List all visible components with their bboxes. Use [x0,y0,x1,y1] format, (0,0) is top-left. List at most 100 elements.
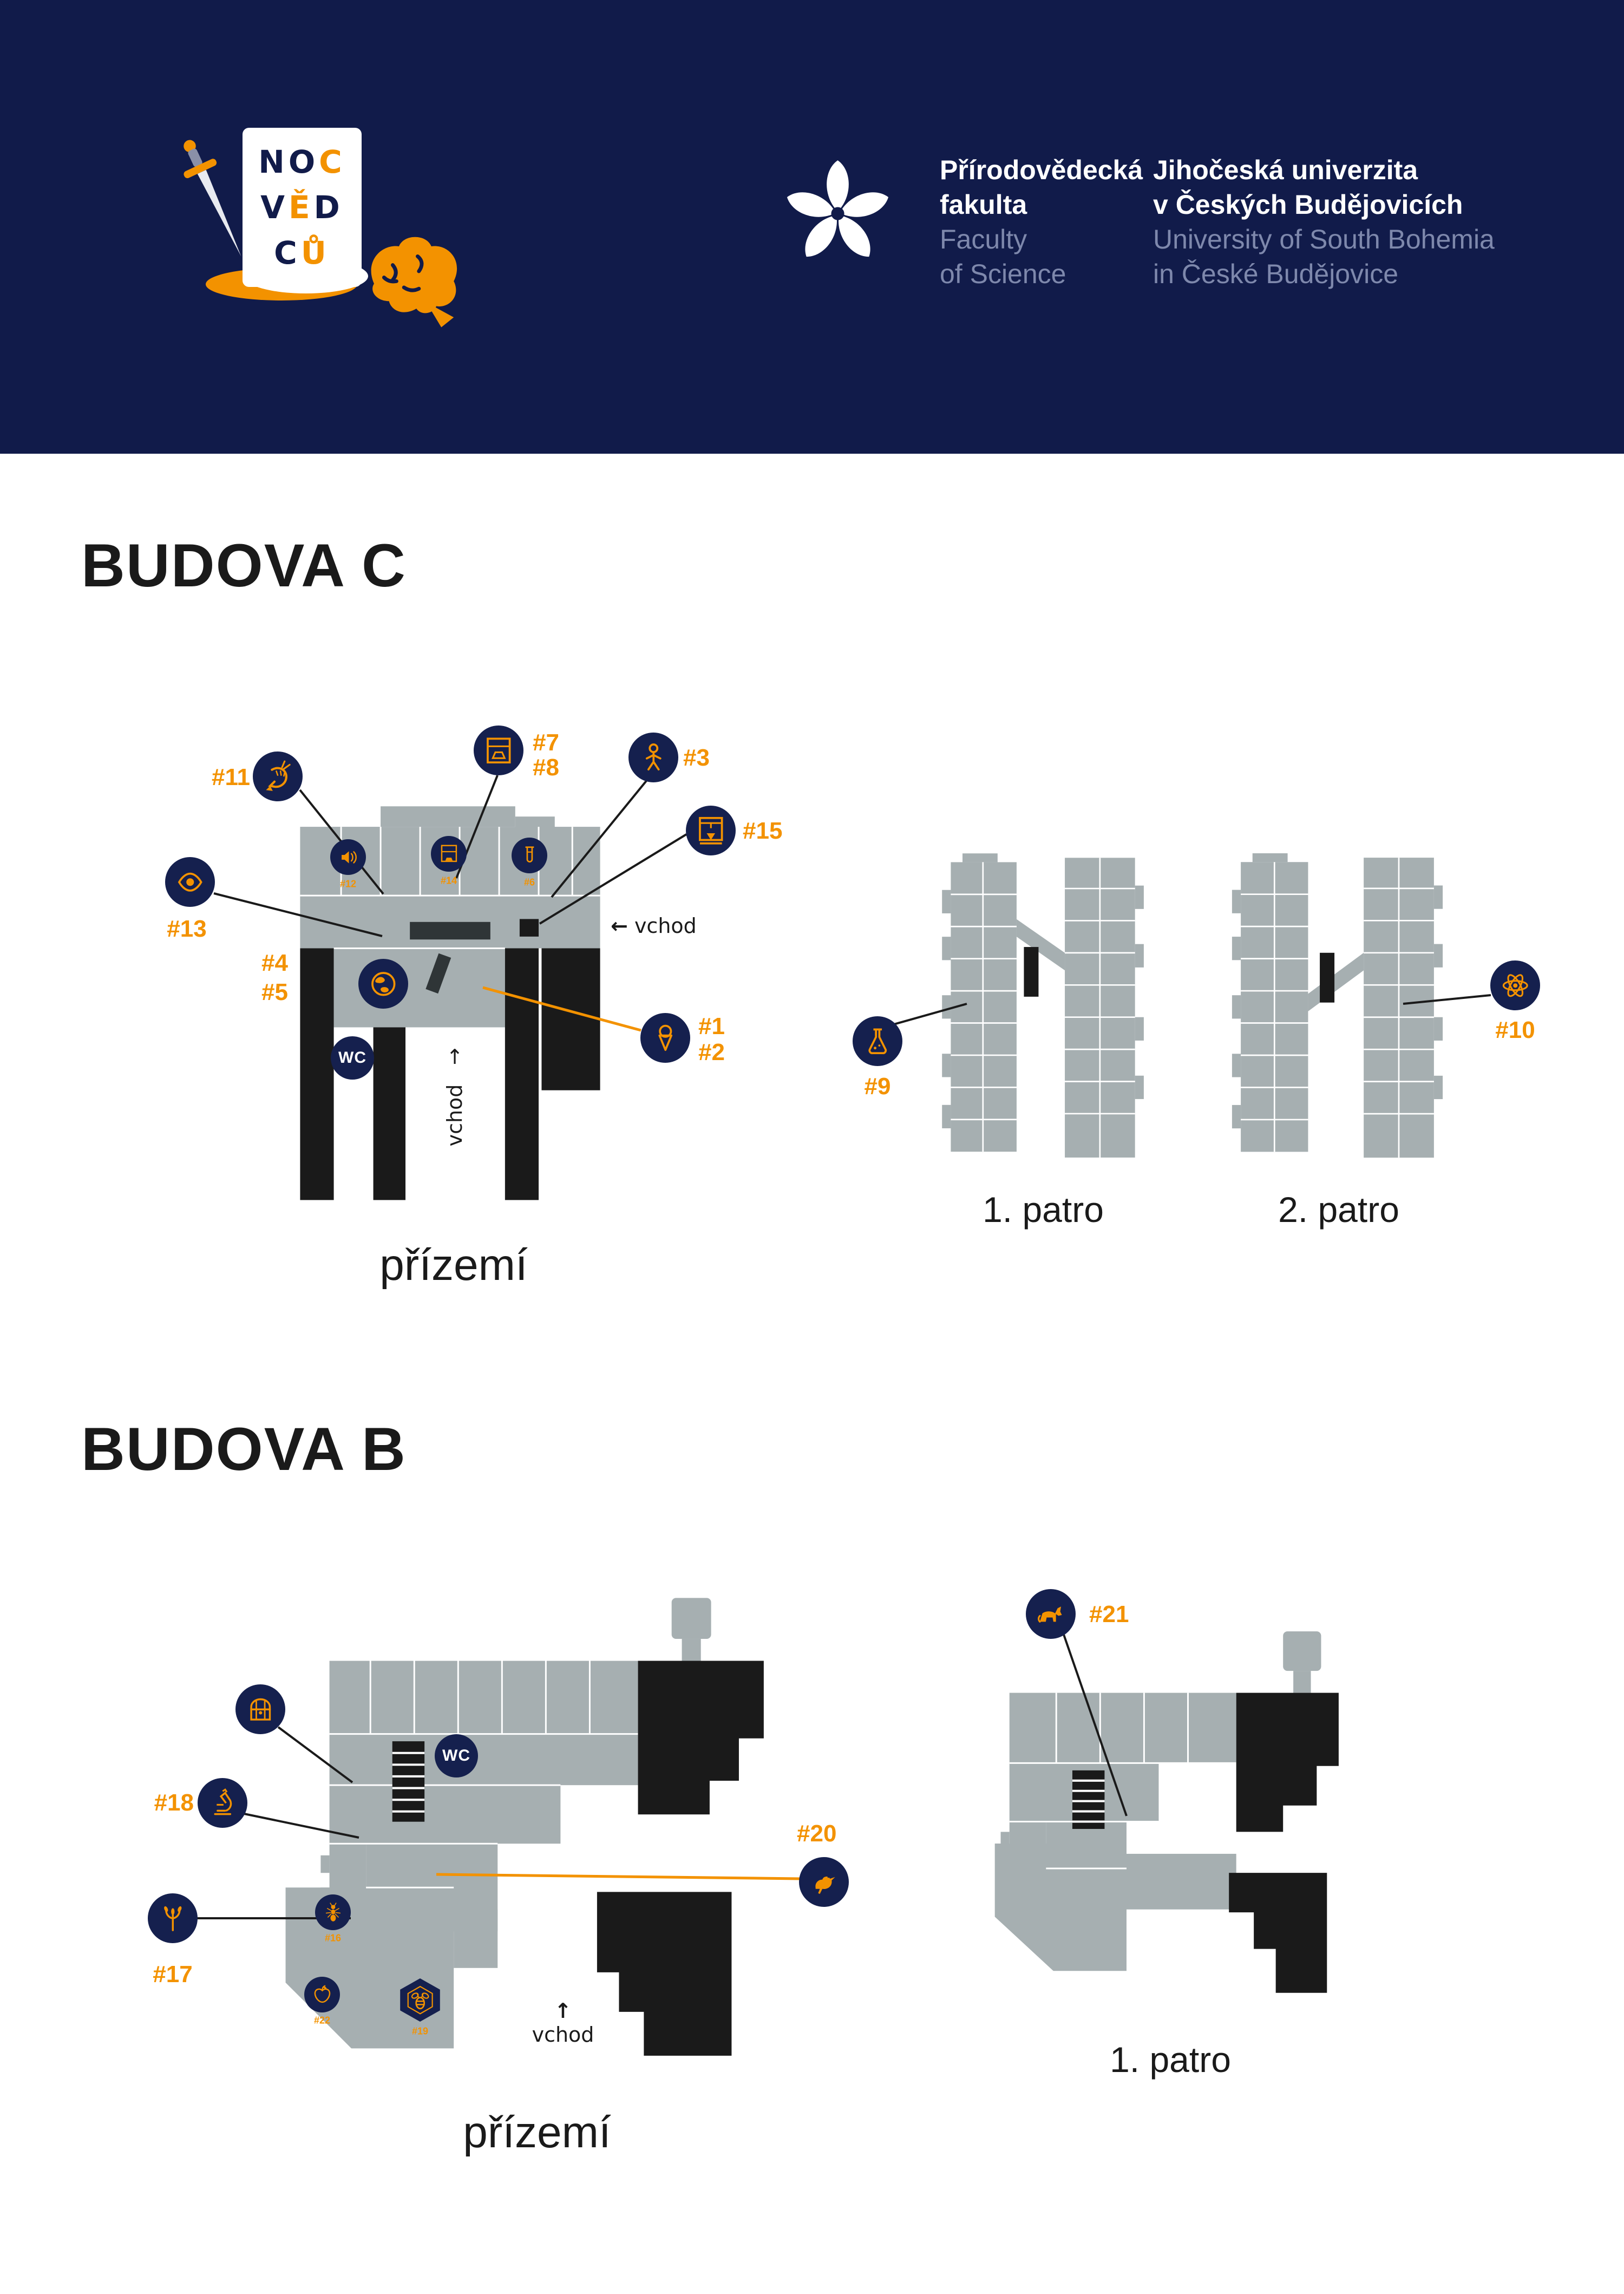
caption-c-ground: přízemí [379,1240,528,1290]
station-label: #22 [313,2015,331,2026]
marker-wc-c: WC [331,1036,374,1080]
noc-vedcu-logo: NOC VĚD CŮ [243,128,362,287]
c-corridor-entrance: vchod [443,1084,467,1147]
arrow-left-icon: ← [611,914,628,938]
entrance-label: vchod [634,914,697,938]
station-label: #19 [411,2025,429,2037]
arrow-up-icon: ↑ [554,1999,572,2023]
faculty-line: Přírodovědecká [940,155,1143,185]
sword-icon [184,140,241,257]
globe-icon [371,971,396,996]
logo-line: CŮ [274,234,330,271]
section-title-budova-b: BUDOVA B [81,1415,407,1483]
marker-20 [799,1857,849,1907]
floorplan-c-second [1232,853,1443,1158]
caption-c-first: 1. patro [983,1190,1104,1230]
marker-15 [686,806,736,855]
marker-3 [628,733,678,782]
logo-line: VĚD [260,189,344,226]
c-side-entrance: ← vchod [611,914,697,938]
faculty-line-en: Faculty [940,224,1027,254]
marker-4-5 [358,959,408,1009]
dog-icon [1037,1606,1062,1623]
caption-b-first: 1. patro [1110,2040,1231,2080]
marker-14 [431,836,467,872]
arrow-up-icon: ↑ [446,1045,463,1069]
station-label: #4 [261,950,288,976]
b-entrance: ↑vchod [532,1999,594,2047]
atom-icon [1502,973,1528,997]
marker-22 [304,1977,340,2012]
marker-10 [1490,960,1540,1010]
ant-icon [325,1902,340,1922]
station-label: #6 [523,877,535,888]
marker-21 [1026,1589,1076,1639]
floorplan-c-first [942,853,1144,1158]
caption-b-ground: přízemí [463,2108,611,2157]
marker-1-2 [640,1013,690,1063]
lab-bench-icon [486,737,511,763]
marker-12 [330,839,366,875]
marker-6 [512,838,547,873]
station-label: #20 [797,1820,837,1847]
printer-3d-icon [698,816,723,845]
marker-18 [198,1778,247,1828]
header: NOC VĚD CŮ Přírodovědecká fakulta Faculty … [0,0,1624,454]
shrimp-icon [266,760,291,791]
faculty-line-en: of Science [940,259,1066,289]
station-label: #3 [683,744,710,771]
caption-c-second: 2. patro [1278,1190,1399,1230]
faculty-line: fakulta [940,189,1027,220]
station-label: #5 [261,979,288,1005]
brain-icon [371,237,457,328]
university-line-en: in České Budějovice [1153,259,1399,289]
marker-16 [315,1894,351,1930]
floorplan-b-first [994,1631,1339,1993]
station-label: #10 [1495,1017,1535,1043]
flask-icon [868,1028,887,1054]
apple-icon [314,1985,330,2003]
speaker-icon [341,851,357,864]
wc-label: WC [338,1049,366,1067]
bee-icon [407,1985,433,2015]
university-line: Jihočeská univerzita [1153,155,1418,185]
marker-chest [235,1684,285,1734]
marker-9 [853,1016,902,1066]
fume-hood-icon [441,845,457,862]
station-label: #13 [167,916,207,942]
station-label: #18 [154,1789,194,1816]
station-label: #9 [864,1073,891,1100]
section-title-budova-c: BUDOVA C [81,532,407,599]
logo-line: NOC [258,143,346,180]
grass-icon [163,1906,182,1931]
station-label: #8 [533,754,559,781]
station-label: #2 [698,1039,725,1066]
station-label: #7 [533,729,559,756]
entrance-label: vchod [532,2023,594,2047]
marker-13 [165,857,215,907]
university-flower-logo [787,160,889,257]
station-label: #15 [743,818,783,844]
station-label: #1 [698,1013,725,1040]
university-line-en: University of South Bohemia [1153,224,1495,254]
beaker-icon [525,846,534,862]
station-label: #12 [339,878,357,890]
marker-7-8 [474,726,523,775]
marker-wc-b: WC [435,1734,478,1777]
ice-cream-icon [658,1024,672,1051]
marker-17 [148,1893,198,1943]
station-label: #17 [153,1961,193,1988]
microscope-icon [214,1788,232,1815]
station-label: #11 [212,764,250,790]
university-name-block: Jihočeská univerzita v Českých Budějovic… [1153,153,1495,291]
station-label: #14 [440,875,457,886]
wc-label: WC [442,1747,470,1764]
university-line: v Českých Budějovicích [1153,189,1463,220]
eye-icon [178,872,202,892]
floorplan-b-ground [285,1598,764,2056]
person-model-icon [645,743,662,770]
faculty-name-block: Přírodovědecká fakulta Faculty of Scienc… [940,153,1143,291]
treasure-chest-icon [250,1698,271,1721]
marker-11 [253,751,303,801]
